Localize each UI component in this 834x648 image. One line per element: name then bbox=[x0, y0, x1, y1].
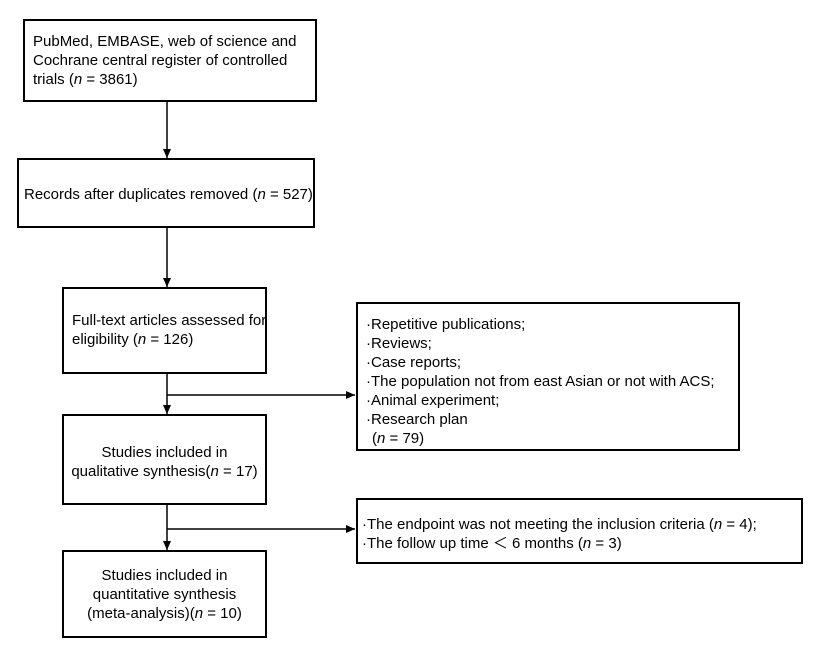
exclusion2-line-2: ·The follow up time ＜ 6 months (n = 3) bbox=[362, 535, 622, 552]
search-line-3: trials (n = 3861) bbox=[33, 71, 138, 88]
box-qualitative-synthesis: Studies included in qualitative synthesi… bbox=[62, 414, 267, 505]
search-line-2: Cochrane central register of controlled bbox=[33, 52, 288, 69]
quantitative-line-1: Studies included in bbox=[101, 567, 228, 584]
fulltext-line-1: Full-text articles assessed for bbox=[72, 312, 267, 329]
exclusion2-line-1: ·The endpoint was not meeting the inclus… bbox=[362, 516, 757, 533]
box-search-records: PubMed, EMBASE, web of science and Cochr… bbox=[23, 19, 317, 102]
exclusion1-item: ·Research plan bbox=[366, 411, 468, 428]
box-exclusion-reasons-1: ·Repetitive publications; ·Reviews; ·Cas… bbox=[356, 302, 740, 451]
fulltext-line-2: eligibility (n = 126) bbox=[72, 331, 194, 348]
qualitative-line-1: Studies included in bbox=[101, 444, 228, 461]
quantitative-line-2: quantitative synthesis bbox=[92, 586, 237, 603]
exclusion1-item: ·Repetitive publications; bbox=[366, 316, 526, 333]
exclusion1-item: ·Reviews; bbox=[366, 335, 432, 352]
quantitative-line-3: (meta-analysis)(n = 10) bbox=[87, 605, 242, 622]
box-quantitative-synthesis: Studies included in quantitative synthes… bbox=[62, 550, 267, 638]
duplicates-line: Records after duplicates removed (n = 52… bbox=[24, 186, 313, 203]
qualitative-line-2: qualitative synthesis(n = 17) bbox=[71, 463, 258, 480]
search-line-1: PubMed, EMBASE, web of science and bbox=[33, 33, 297, 50]
box-duplicates-removed: Records after duplicates removed (n = 52… bbox=[17, 158, 315, 228]
exclusion1-item: ·Case reports; bbox=[366, 354, 462, 371]
box-exclusion-reasons-2: ·The endpoint was not meeting the inclus… bbox=[356, 498, 803, 564]
box-fulltext-assessed: Full-text articles assessed for eligibil… bbox=[62, 287, 267, 374]
exclusion1-item: ·The population not from east Asian or n… bbox=[366, 373, 715, 390]
exclusion1-total: (n = 79) bbox=[372, 430, 425, 447]
exclusion1-item: ·Animal experiment; bbox=[366, 392, 500, 409]
